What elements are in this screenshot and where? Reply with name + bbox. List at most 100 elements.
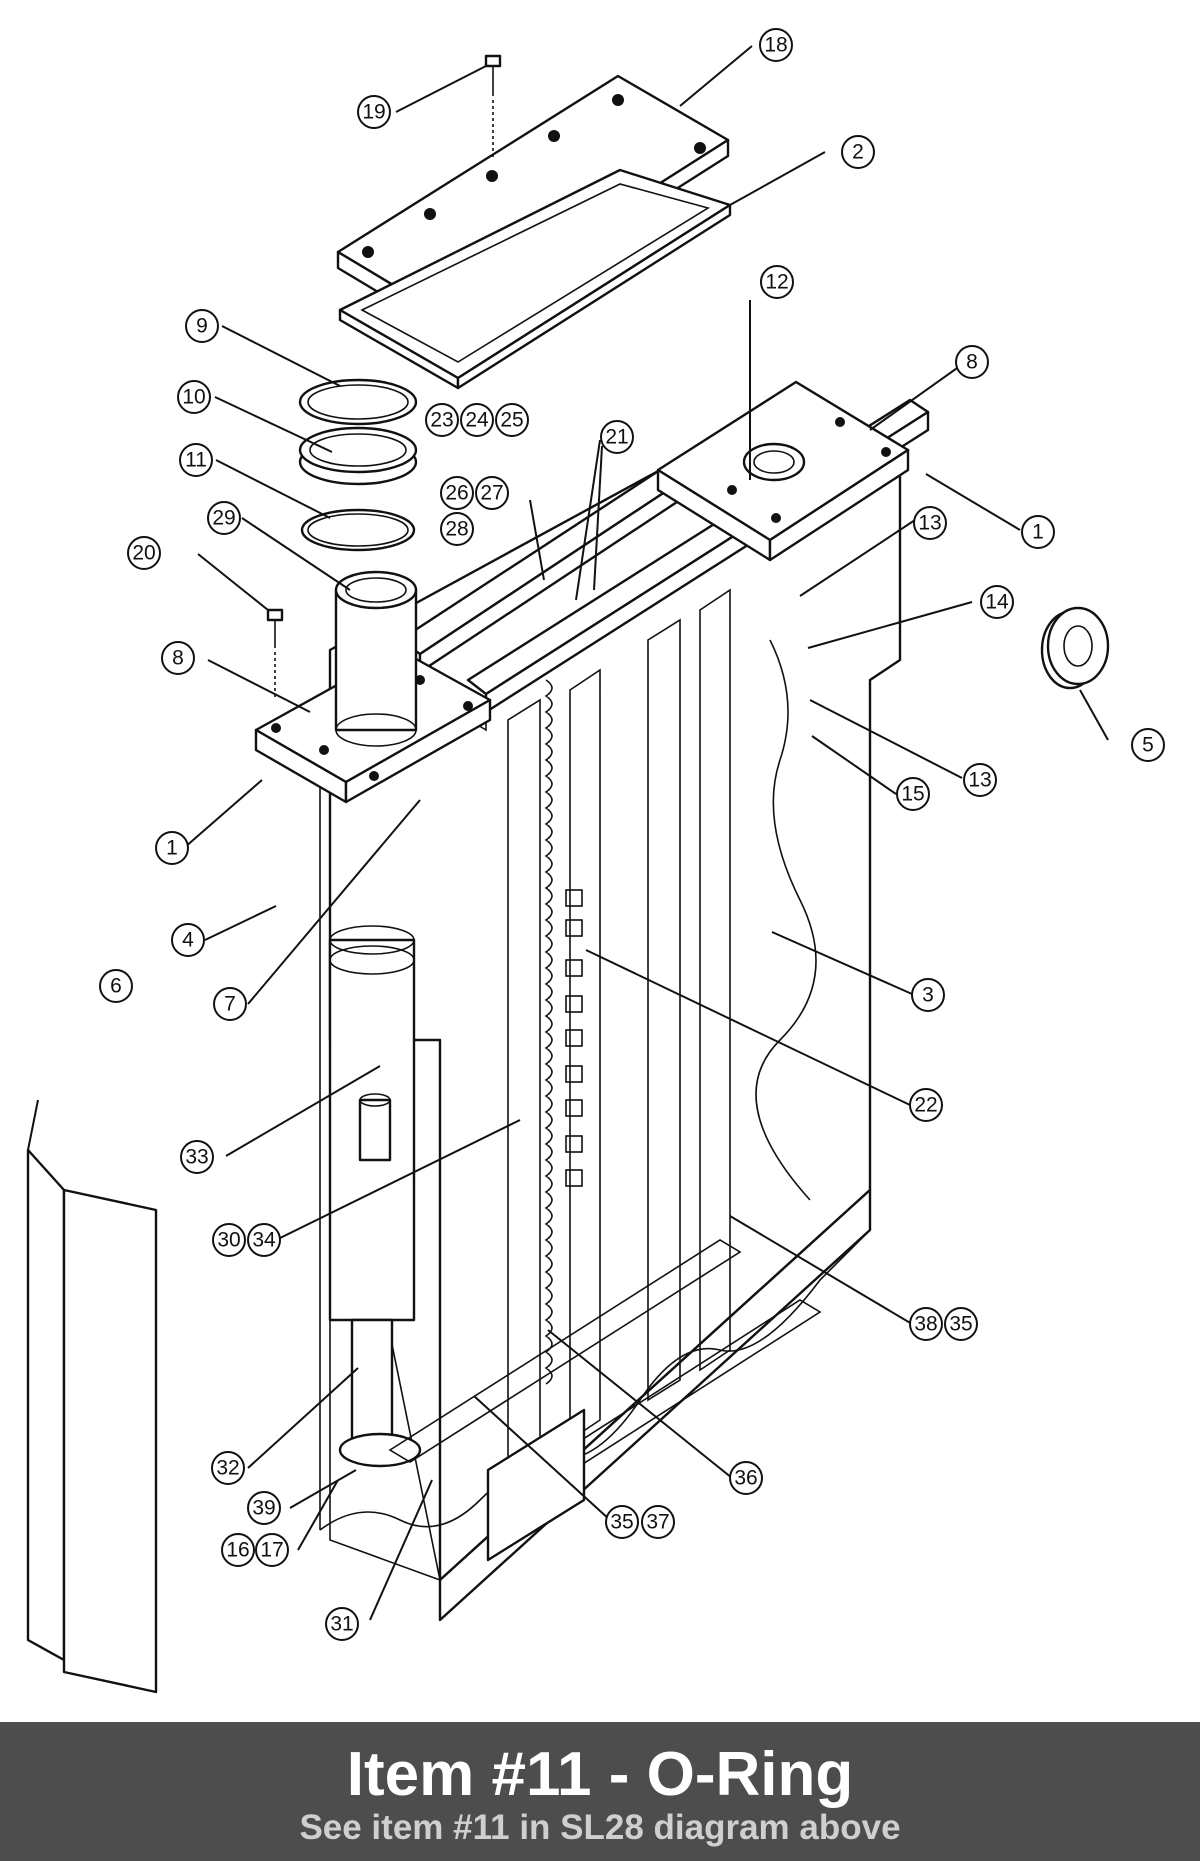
callout-label: 38 xyxy=(914,1313,937,1336)
callout-bubble: 22 xyxy=(909,1088,943,1122)
callout-label: 12 xyxy=(765,271,788,294)
callout-bubble: 30 xyxy=(212,1223,246,1257)
callout-bubble: 5 xyxy=(1131,728,1165,762)
callout-bubble: 24 xyxy=(460,403,494,437)
side-panel xyxy=(26,1099,158,1694)
callout-label: 33 xyxy=(185,1146,208,1169)
callout-bubble: 9 xyxy=(185,309,219,343)
right-end-plate xyxy=(656,380,910,562)
callout-label: 26 xyxy=(445,482,468,505)
gasket xyxy=(338,168,732,390)
callout-label: 31 xyxy=(330,1613,353,1636)
callout-label: 30 xyxy=(217,1229,240,1252)
callout-label: 27 xyxy=(480,482,503,505)
caption-banner: Item #11 - O-Ring See item #11 in SL28 d… xyxy=(0,1722,1200,1861)
callout-bubble: 37 xyxy=(641,1505,675,1539)
callout-label: 24 xyxy=(465,409,489,432)
callout-label: 32 xyxy=(216,1457,239,1480)
banner-title: Item #11 - O-Ring xyxy=(346,1740,854,1809)
callout-label: 39 xyxy=(252,1497,275,1520)
callout-bubble: 8 xyxy=(161,641,195,675)
callout-bubble: 18 xyxy=(759,28,793,62)
callout-bubble: 3 xyxy=(911,978,945,1012)
o-ring-stack xyxy=(298,378,418,552)
callout-bubble: 15 xyxy=(896,777,930,811)
callout-bubble: 21 xyxy=(600,420,634,454)
callout-label: 1 xyxy=(166,837,178,860)
callout-bubble: 7 xyxy=(213,987,247,1021)
callout-label: 15 xyxy=(901,783,924,806)
callout-label: 13 xyxy=(918,512,941,535)
callout-label: 9 xyxy=(196,315,208,338)
callout-bubble: 39 xyxy=(247,1491,281,1525)
callout-label: 23 xyxy=(430,409,453,432)
callout-label: 22 xyxy=(914,1094,937,1117)
callout-label: 3 xyxy=(922,984,934,1007)
callout-bubble: 11 xyxy=(179,443,213,477)
banner-subtitle: See item #11 in SL28 diagram above xyxy=(299,1808,901,1847)
callout-bubble: 33 xyxy=(180,1140,214,1174)
callout-label: 4 xyxy=(182,929,194,952)
callout-bubble: 34 xyxy=(247,1223,281,1257)
callout-label: 8 xyxy=(966,351,978,374)
spring-chain xyxy=(544,679,553,1385)
callout-label: 10 xyxy=(182,386,205,409)
callout-bubble: 23 xyxy=(425,403,459,437)
cylinder-tube xyxy=(334,570,418,747)
left-cylinder xyxy=(328,925,422,1468)
callout-label: 13 xyxy=(968,769,991,792)
callout-bubble: 8 xyxy=(955,345,989,379)
callout-bubble: 31 xyxy=(325,1607,359,1641)
callout-bubble: 35 xyxy=(944,1307,978,1341)
callout-label: 29 xyxy=(212,507,235,530)
exploded-parts-diagram: 1 1 2 3 4 5 6 7 8 8 9 10 11 12 13 13 14 … xyxy=(26,28,1165,1694)
callout-label: 25 xyxy=(500,409,523,432)
flange xyxy=(1040,606,1110,690)
callout-label: 14 xyxy=(985,591,1009,614)
callout-label: 36 xyxy=(734,1467,757,1490)
callout-label: 5 xyxy=(1142,734,1154,757)
callout-bubble: 26 xyxy=(440,476,474,510)
callout-bubble: 1 xyxy=(155,831,189,865)
callout-bubble: 12 xyxy=(760,265,794,299)
callout-label: 35 xyxy=(610,1511,633,1534)
callout-label: 19 xyxy=(362,101,385,124)
callout-bubble: 10 xyxy=(177,380,211,414)
callout-bubble: 27 xyxy=(475,476,509,510)
callout-label: 7 xyxy=(224,993,236,1016)
callout-label: 6 xyxy=(110,975,122,998)
callout-label: 37 xyxy=(646,1511,669,1534)
callout-bubble: 36 xyxy=(729,1461,763,1495)
bottom-channel xyxy=(388,1239,822,1562)
callout-bubble: 1 xyxy=(1021,515,1055,549)
bolt xyxy=(266,608,284,700)
callout-bubble: 32 xyxy=(211,1451,245,1485)
callout-label: 35 xyxy=(949,1313,972,1336)
callout-bubble: 14 xyxy=(980,585,1014,619)
callout-bubble: 13 xyxy=(913,506,947,540)
callout-bubble: 38 xyxy=(909,1307,943,1341)
callout-label: 16 xyxy=(226,1539,249,1562)
callout-bubble: 28 xyxy=(440,512,474,546)
callout-label: 1 xyxy=(1032,521,1044,544)
callout-bubble: 13 xyxy=(963,763,997,797)
callout-label: 11 xyxy=(185,449,207,472)
callout-bubble: 17 xyxy=(255,1533,289,1567)
callout-bubble: 19 xyxy=(357,95,391,129)
callout-bubble: 6 xyxy=(99,969,133,1003)
callout-bubble: 29 xyxy=(207,501,241,535)
callout-label: 2 xyxy=(852,141,864,164)
bolt xyxy=(484,54,502,160)
callout-bubble: 25 xyxy=(495,403,529,437)
rack xyxy=(565,889,583,1187)
callout-label: 34 xyxy=(252,1229,276,1252)
callout-label: 20 xyxy=(132,542,155,565)
callout-label: 17 xyxy=(260,1539,283,1562)
callout-bubble: 4 xyxy=(171,923,205,957)
callout-bubble: 35 xyxy=(605,1505,639,1539)
callout-label: 18 xyxy=(764,34,787,57)
leader-lines xyxy=(183,45,1109,1621)
callout-bubble: 16 xyxy=(221,1533,255,1567)
callout-label: 21 xyxy=(605,426,628,449)
callout-label: 28 xyxy=(445,518,468,541)
